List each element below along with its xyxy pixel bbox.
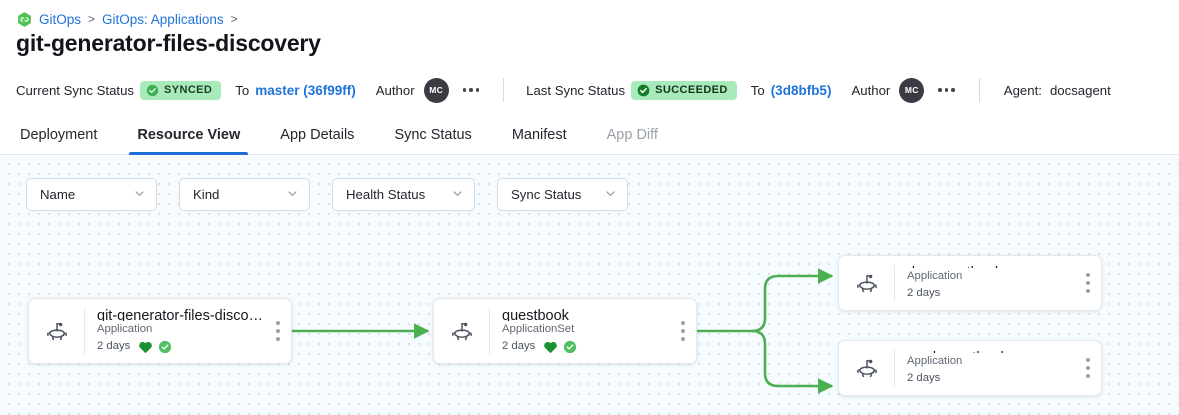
filter-sync-status[interactable]: Sync Status	[497, 178, 628, 211]
last-sync-status-badge[interactable]: SUCCEEDED	[631, 80, 737, 100]
current-to-label: To	[235, 82, 250, 98]
breadcrumb: GitOps > GitOps: Applications >	[16, 9, 239, 29]
status-divider	[978, 78, 980, 102]
node-status-icons	[543, 340, 577, 354]
node-more-vertical-icon[interactable]	[670, 299, 696, 363]
argo-squid-icon	[434, 299, 489, 363]
current-sync-status-badge-text: SYNCED	[164, 84, 213, 96]
agent-label: Agent:	[1003, 82, 1042, 98]
tab-manifest[interactable]: Manifest	[511, 127, 567, 143]
current-author-avatar[interactable]: MC	[423, 77, 449, 103]
node-status-icons	[138, 340, 172, 354]
filter-health-status-label: Health Status	[346, 187, 426, 202]
chevron-down-icon	[134, 187, 145, 202]
tab-app-diff: App Diff	[606, 127, 658, 143]
graph-node-dev-guestbook[interactable]: dev-guestbook Application 2 days	[838, 255, 1102, 311]
node-kind: Application	[97, 322, 153, 335]
node-meta: 2 days	[907, 370, 1075, 387]
last-more-horizontal-icon[interactable]	[936, 84, 957, 96]
node-kind: Application	[907, 269, 963, 282]
graph-node-guestbook[interactable]: guestbook ApplicationSet 2 days	[433, 298, 697, 364]
last-to-label: To	[750, 82, 765, 98]
check-circle-icon	[563, 340, 577, 354]
node-age: 2 days	[907, 372, 941, 385]
graph-node-prod-guestbook[interactable]: prod-guestbook Application 2 days	[838, 340, 1102, 396]
node-meta: 2 days	[97, 338, 265, 355]
node-body: dev-guestbook Application 2 days	[895, 256, 1075, 310]
heart-icon	[138, 340, 153, 354]
tab-sync-status[interactable]: Sync Status	[394, 127, 472, 143]
status-divider	[503, 78, 505, 102]
heart-icon	[543, 340, 558, 354]
node-divider	[489, 308, 490, 354]
node-age: 2 days	[502, 340, 536, 353]
node-body: prod-guestbook Application 2 days	[895, 341, 1075, 395]
filter-health-status[interactable]: Health Status	[332, 178, 475, 211]
current-sync-status-badge[interactable]: SYNCED	[140, 80, 222, 100]
last-sync-status-label: Last Sync Status	[526, 82, 626, 98]
last-sync-status-badge-text: SUCCEEDED	[655, 84, 728, 96]
node-body: git-generator-files-disco… Application 2…	[85, 299, 265, 363]
node-divider	[84, 308, 85, 354]
gitops-hexagon-logo-icon	[16, 11, 33, 28]
agent-value: docsagent	[1049, 82, 1111, 98]
last-revision-link[interactable]: (3d8bfb5)	[770, 82, 832, 98]
filter-name[interactable]: Name	[26, 178, 157, 211]
node-kind: ApplicationSet	[502, 322, 575, 335]
chevron-down-icon	[287, 187, 298, 202]
chevron-down-icon	[605, 187, 616, 202]
current-more-horizontal-icon[interactable]	[461, 84, 482, 96]
node-age: 2 days	[907, 287, 941, 300]
filter-kind[interactable]: Kind	[179, 178, 310, 211]
current-revision-link[interactable]: master (36f99ff)	[255, 82, 356, 98]
node-body: guestbook ApplicationSet 2 days	[490, 299, 670, 363]
argo-squid-icon	[839, 256, 894, 310]
node-title: git-generator-files-disco…	[97, 308, 264, 321]
check-circle-filled-icon	[637, 84, 650, 97]
node-meta: 2 days	[907, 285, 1075, 302]
tab-deployment[interactable]: Deployment	[20, 127, 98, 143]
chevron-down-icon	[452, 187, 463, 202]
node-divider	[894, 350, 895, 386]
node-more-vertical-icon[interactable]	[1075, 341, 1101, 395]
breadcrumb-item-applications[interactable]: GitOps: Applications	[102, 11, 224, 27]
node-age: 2 days	[97, 340, 131, 353]
status-bar: Current Sync Status SYNCED To master (36…	[0, 70, 1179, 110]
filter-name-label: Name	[40, 187, 76, 202]
filter-kind-label: Kind	[193, 187, 220, 202]
resource-graph-canvas[interactable]: Name Kind Health Status Sync Status	[0, 156, 1179, 415]
check-circle-icon	[158, 340, 172, 354]
breadcrumb-separator: >	[230, 12, 238, 26]
page-title: git-generator-files-discovery	[16, 30, 321, 56]
current-sync-status-label: Current Sync Status	[16, 82, 135, 98]
graph-node-git-generator-files-discovery[interactable]: git-generator-files-disco… Application 2…	[28, 298, 292, 364]
filter-bar: Name Kind Health Status Sync Status	[26, 178, 628, 211]
node-title: guestbook	[502, 308, 569, 321]
check-circle-icon	[146, 84, 159, 97]
tab-app-details[interactable]: App Details	[280, 127, 355, 143]
tab-resource-view[interactable]: Resource View	[117, 118, 260, 155]
argo-squid-icon	[29, 299, 84, 363]
node-meta: 2 days	[502, 338, 670, 355]
node-divider	[894, 265, 895, 301]
breadcrumb-separator: >	[88, 12, 96, 26]
node-more-vertical-icon[interactable]	[265, 299, 291, 363]
current-author-label: Author	[375, 82, 415, 98]
last-author-label: Author	[851, 82, 891, 98]
last-author-avatar[interactable]: MC	[899, 77, 925, 103]
filter-sync-status-label: Sync Status	[511, 187, 582, 202]
breadcrumb-item-gitops[interactable]: GitOps	[39, 11, 82, 27]
tab-bar: Deployment Resource View App Details Syn…	[0, 118, 1179, 155]
argo-squid-icon	[839, 341, 894, 395]
node-kind: Application	[907, 354, 963, 367]
node-more-vertical-icon[interactable]	[1075, 256, 1101, 310]
